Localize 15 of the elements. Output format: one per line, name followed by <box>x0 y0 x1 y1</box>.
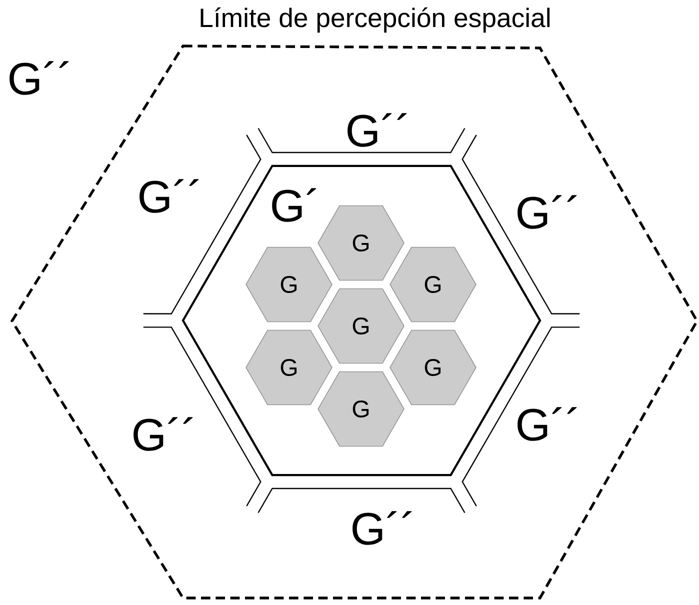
small-hexagon: G <box>246 246 332 322</box>
small-hexagon: G <box>318 371 404 447</box>
small-hexagon: G <box>318 205 404 281</box>
cell-label: G´´ <box>10 61 69 95</box>
small-hexagon: G <box>318 288 404 364</box>
small-hexagon: G <box>390 246 476 322</box>
cell-label: G´´ <box>518 195 577 229</box>
small-hexagon: G <box>246 330 332 406</box>
cell-label: G´´ <box>348 113 407 147</box>
boundary-title: Límite de percepción espacial <box>200 7 550 33</box>
cell-label: G´´ <box>518 407 577 441</box>
cell-label: G´´ <box>352 511 412 545</box>
cell-label: G´´ <box>140 179 199 213</box>
cell-label: G´´ <box>134 417 193 451</box>
small-hexagon: G <box>390 330 476 406</box>
